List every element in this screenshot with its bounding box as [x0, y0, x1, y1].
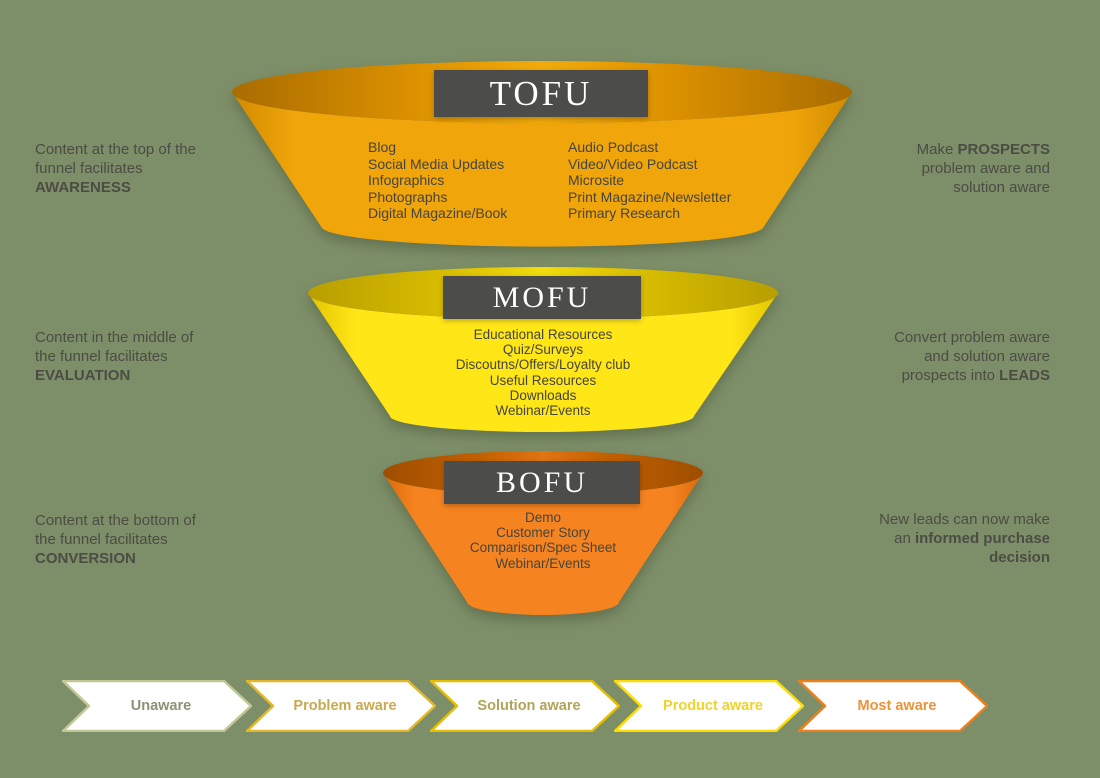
stage-arrow-shape [246, 680, 436, 732]
tofu-item: Print Magazine/Newsletter [568, 188, 732, 205]
note-line-emphasis: decision [989, 549, 1050, 566]
mofu-item: Downloads [509, 387, 577, 403]
tofu-item: Infographics [368, 172, 445, 189]
note-line: the funnel facilitates [35, 348, 168, 365]
left-note-evaluation: Content in the middle of the funnel faci… [35, 328, 270, 385]
mofu-item: Educational Resources [473, 327, 613, 342]
note-text: an [894, 530, 915, 547]
stage-most-aware: Most aware [798, 680, 988, 732]
bofu-title: BOFU [444, 461, 640, 504]
right-note-purchase-decision: New leads can now make an informed purch… [838, 510, 1050, 567]
note-line-emphasis: CONVERSION [35, 550, 136, 567]
note-line: funnel facilitates [35, 160, 143, 177]
tofu-item: Social Media Updates [368, 155, 505, 172]
tofu-title: TOFU [434, 70, 648, 117]
mofu-title: MOFU [443, 276, 641, 319]
tofu-item: Primary Research [568, 205, 681, 222]
note-line: solution aware [953, 179, 1050, 196]
bofu-item: Webinar/Events [495, 555, 591, 571]
bofu-content-list: Demo Customer Story Comparison/Spec Shee… [418, 510, 668, 571]
stage-label: Unaware [130, 698, 192, 714]
stage-label: Most aware [857, 698, 937, 714]
tofu-item: Video/Video Podcast [568, 155, 698, 172]
mofu-item: Quiz/Surveys [502, 342, 584, 358]
mofu-item: Discoutns/Offers/Loyalty club [455, 357, 631, 373]
stage-unaware: Unaware [62, 680, 252, 732]
note-line: problem aware and [921, 160, 1050, 177]
note-line: Content at the bottom of [35, 512, 196, 529]
bofu-item: Customer Story [496, 525, 590, 541]
right-note-leads: Convert problem aware and solution aware… [838, 328, 1050, 385]
note-emphasis: LEADS [999, 367, 1050, 384]
stage-solution-aware: Solution aware [430, 680, 620, 732]
note-line: an informed purchase [838, 529, 1050, 548]
mofu-content-list: Educational Resources Quiz/Surveys Disco… [373, 327, 713, 418]
stage-arrow-shape [614, 680, 804, 732]
mofu-item: Useful Resources [489, 372, 597, 388]
tofu-item: Blog [368, 139, 397, 155]
note-line: Make PROSPECTS [838, 140, 1050, 159]
stage-label: Problem aware [293, 698, 397, 714]
note-line-emphasis: EVALUATION [35, 367, 131, 384]
tofu-item: Photographs [368, 188, 448, 205]
note-line: Content in the middle of [35, 329, 194, 346]
bofu-funnel-body [383, 473, 703, 615]
note-emphasis: informed purchase [914, 530, 1050, 547]
tofu-content-col1: Blog Social Media Updates Infographics P… [368, 139, 568, 222]
note-line: and solution aware [924, 348, 1050, 365]
mofu-item: Webinar/Events [495, 403, 591, 419]
stage-label: Product aware [663, 698, 763, 714]
stage-product-aware: Product aware [614, 680, 804, 732]
stage-problem-aware: Problem aware [246, 680, 436, 732]
right-note-prospects: Make PROSPECTS problem aware and solutio… [838, 140, 1050, 197]
note-line: the funnel facilitates [35, 531, 168, 548]
left-note-conversion: Content at the bottom of the funnel faci… [35, 511, 270, 568]
note-line: Convert problem aware [894, 329, 1050, 346]
tofu-content-list: Blog Social Media Updates Infographics P… [368, 139, 731, 222]
mofu-funnel-body [308, 293, 778, 432]
note-line: New leads can now make [879, 511, 1050, 528]
bofu-item: Comparison/Spec Sheet [469, 540, 617, 556]
note-line: Content at the top of the [35, 141, 196, 158]
note-line-emphasis: AWARENESS [35, 179, 131, 196]
stage-arrow-shape [430, 680, 620, 732]
left-note-awareness: Content at the top of the funnel facilit… [35, 140, 270, 197]
note-line: prospects into LEADS [838, 366, 1050, 385]
note-text: prospects into [901, 367, 1000, 384]
stage-label: Solution aware [477, 698, 581, 714]
tofu-item: Audio Podcast [568, 139, 659, 155]
note-text: Make [916, 141, 958, 158]
note-emphasis: PROSPECTS [957, 141, 1050, 158]
bofu-item: Demo [524, 510, 561, 525]
tofu-content-col2: Audio Podcast Video/Video Podcast Micros… [568, 139, 731, 222]
stage-arrow-shape [62, 680, 252, 732]
tofu-item: Microsite [568, 172, 625, 189]
tofu-funnel-body [232, 92, 852, 247]
tofu-item: Digital Magazine/Book [368, 205, 508, 222]
stage-arrow-shape [798, 680, 988, 732]
